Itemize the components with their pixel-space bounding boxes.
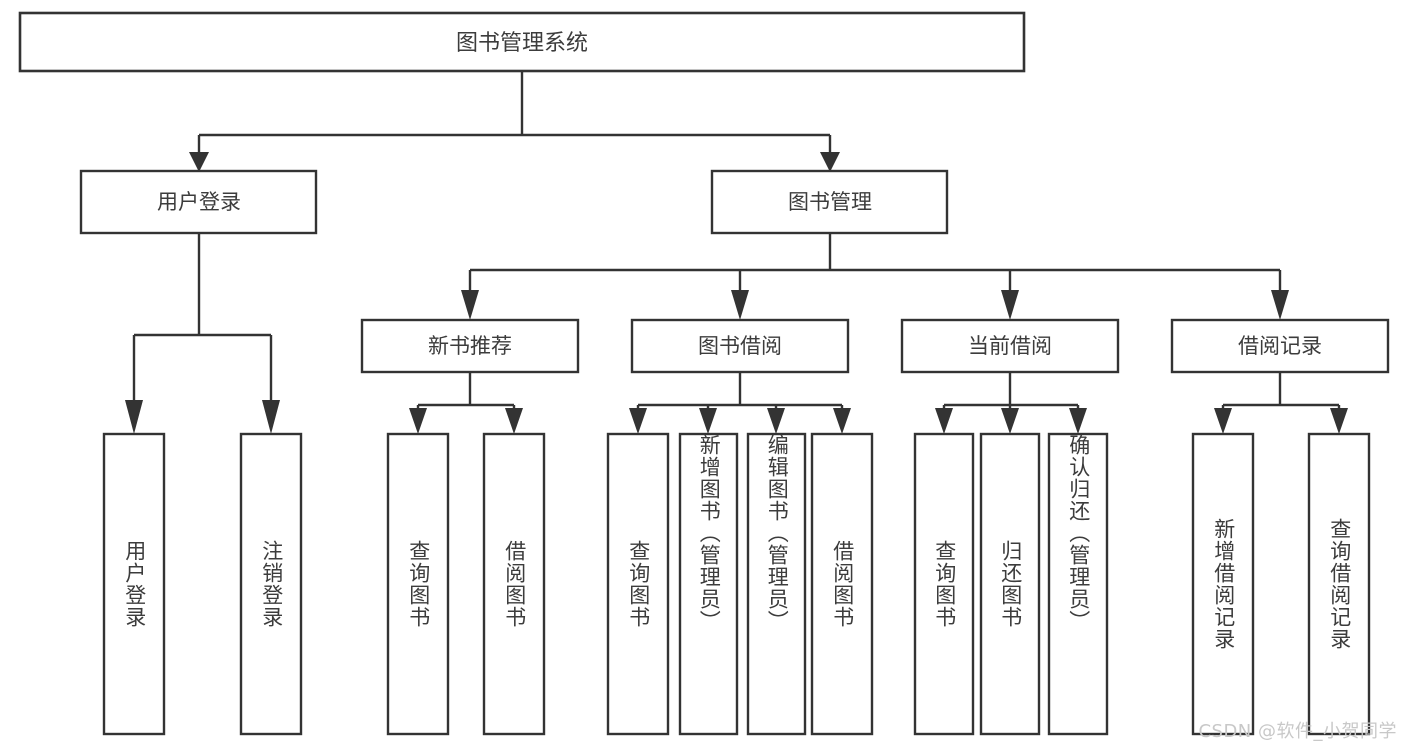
node-current-borrow[interactable]: 当前借阅 xyxy=(900,318,1120,374)
node-borrow-record-box[interactable] xyxy=(1170,318,1390,374)
arrow-head-record-1 xyxy=(1214,408,1232,434)
node-borrow-record[interactable]: 借阅记录 xyxy=(1170,318,1390,374)
node-current-borrow-box[interactable] xyxy=(900,318,1120,374)
arrow-head-current-2 xyxy=(1001,408,1019,434)
leaf-box-current-borrow-2[interactable] xyxy=(979,432,1041,736)
node-new-book-recommend[interactable]: 新书推荐 xyxy=(360,318,580,374)
arrow-head-newbook-1 xyxy=(409,408,427,434)
leaf-box-current-borrow-1[interactable] xyxy=(913,432,975,736)
node-book-management-box[interactable] xyxy=(710,169,949,235)
node-new-book-recommend-label: 新书推荐 xyxy=(428,334,512,358)
arrow-head-newbook-2 xyxy=(505,408,523,434)
arrow-head-borrow-2 xyxy=(699,408,717,434)
arrow-head-book-manage xyxy=(820,152,840,172)
connector-layer xyxy=(125,71,1348,434)
leaf-box-borrow-record-1[interactable] xyxy=(1191,432,1255,736)
node-borrow-record-label: 借阅记录 xyxy=(1238,334,1322,358)
node-root-box[interactable] xyxy=(18,11,1026,73)
node-user-login-label: 用户登录 xyxy=(157,190,241,214)
leaf-box-book-borrow-1[interactable] xyxy=(606,432,670,736)
node-new-book-recommend-box[interactable] xyxy=(360,318,580,374)
arrow-head-borrow-4 xyxy=(833,408,851,434)
arrow-head-user-login xyxy=(189,152,209,172)
leaf-box-book-borrow-4[interactable] xyxy=(810,432,874,736)
leaf-box-new-book-2[interactable] xyxy=(482,432,546,736)
node-user-login-box[interactable] xyxy=(79,169,318,235)
leaf-box-user-login-2[interactable] xyxy=(239,432,303,736)
arrow-head-borrow-1 xyxy=(629,408,647,434)
arrow-head-level3-2 xyxy=(731,290,749,320)
arrow-head-level3-1 xyxy=(461,290,479,320)
arrow-head-current-3 xyxy=(1069,408,1087,434)
leaf-box-user-login-1[interactable] xyxy=(102,432,166,736)
node-book-management-label: 图书管理 xyxy=(788,190,872,214)
node-root[interactable]: 图书管理系统 xyxy=(18,11,1026,73)
node-user-login[interactable]: 用户登录 xyxy=(79,169,318,235)
leaf-box-new-book-1[interactable] xyxy=(386,432,450,736)
leaf-box-book-borrow-2[interactable] xyxy=(678,432,739,736)
arrow-head-borrow-3 xyxy=(767,408,785,434)
arrow-head-current-1 xyxy=(935,408,953,434)
node-book-borrow-label: 图书借阅 xyxy=(698,334,782,358)
arrow-head-record-2 xyxy=(1330,408,1348,434)
leaf-box-book-borrow-3[interactable] xyxy=(746,432,807,736)
arrow-head-level3-3 xyxy=(1001,290,1019,320)
watermark-text: CSDN @软件_小贺同学 xyxy=(1198,721,1397,742)
arrow-head-user-leaf-1 xyxy=(125,400,143,434)
arrow-head-level3-4 xyxy=(1271,290,1289,320)
node-book-borrow[interactable]: 图书借阅 xyxy=(630,318,850,374)
node-current-borrow-label: 当前借阅 xyxy=(968,334,1052,358)
node-book-borrow-box[interactable] xyxy=(630,318,850,374)
node-root-label: 图书管理系统 xyxy=(456,31,588,56)
node-book-management[interactable]: 图书管理 xyxy=(710,169,949,235)
leaf-box-borrow-record-2[interactable] xyxy=(1307,432,1371,736)
arrow-head-user-leaf-2 xyxy=(262,400,280,434)
leaf-box-current-borrow-3[interactable] xyxy=(1047,432,1109,736)
